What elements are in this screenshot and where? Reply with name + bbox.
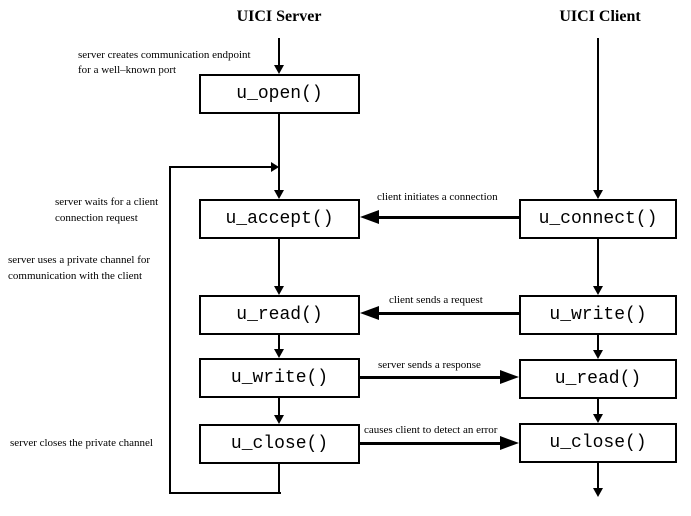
server-box-u-accept: u_accept() bbox=[199, 199, 360, 239]
annotation-private-channel: server uses a private channel for commun… bbox=[8, 252, 150, 284]
client-flow-line-5 bbox=[597, 463, 599, 489]
client-box-u-close: u_close() bbox=[519, 423, 677, 463]
arrow-down-icon bbox=[593, 190, 603, 199]
arrow-close-to-client bbox=[359, 442, 500, 445]
message-label-initiate-connection: client initiates a connection bbox=[377, 191, 498, 203]
server-box-u-write: u_write() bbox=[199, 358, 360, 398]
arrow-down-icon bbox=[593, 286, 603, 295]
arrow-down-icon bbox=[274, 349, 284, 358]
server-column-title: UICI Server bbox=[236, 8, 322, 25]
server-flow-line-3 bbox=[278, 239, 280, 287]
client-column-title: UICI Client bbox=[559, 8, 641, 25]
arrow-right-icon bbox=[500, 370, 519, 384]
arrow-down-icon bbox=[274, 286, 284, 295]
client-flow-line-4 bbox=[597, 399, 599, 415]
annotation-close-channel: server closes the private channel bbox=[10, 435, 153, 451]
server-flow-line-2 bbox=[278, 114, 280, 191]
arrow-left-icon bbox=[360, 306, 379, 320]
server-flow-line-4 bbox=[278, 335, 280, 350]
client-box-u-connect: u_connect() bbox=[519, 199, 677, 239]
arrow-left-icon bbox=[360, 210, 379, 224]
message-label-detect-error: causes client to detect an error bbox=[364, 424, 498, 436]
annotation-line: for a well–known port bbox=[78, 64, 177, 76]
server-flow-line-1 bbox=[278, 38, 280, 66]
arrow-write-to-read bbox=[379, 312, 519, 315]
arrow-connect-to-accept bbox=[379, 216, 519, 219]
arrow-down-icon bbox=[274, 190, 284, 199]
loop-line-bottom bbox=[169, 492, 281, 494]
server-box-u-close: u_close() bbox=[199, 424, 360, 464]
annotation-line: connection request bbox=[55, 212, 138, 224]
loop-line-top bbox=[169, 166, 271, 168]
client-box-u-write: u_write() bbox=[519, 295, 677, 335]
arrow-down-icon bbox=[593, 350, 603, 359]
client-flow-line-1 bbox=[597, 38, 599, 191]
message-label-send-request: client sends a request bbox=[389, 294, 483, 306]
loop-line-left bbox=[169, 166, 171, 494]
annotation-create-endpoint: server creates communication endpoint fo… bbox=[78, 48, 251, 78]
arrow-down-icon bbox=[274, 65, 284, 74]
annotation-line: server creates communication endpoint bbox=[78, 49, 251, 61]
arrow-down-icon bbox=[274, 415, 284, 424]
annotation-line: communication with the client bbox=[8, 270, 143, 282]
server-box-u-read: u_read() bbox=[199, 295, 360, 335]
message-label-send-response: server sends a response bbox=[378, 359, 481, 371]
arrow-down-icon bbox=[593, 414, 603, 423]
client-flow-line-3 bbox=[597, 335, 599, 351]
client-box-u-read: u_read() bbox=[519, 359, 677, 399]
server-flow-line-5 bbox=[278, 398, 280, 415]
arrow-right-icon bbox=[500, 436, 519, 450]
annotation-line: server closes the private channel bbox=[10, 437, 153, 449]
client-flow-line-2 bbox=[597, 239, 599, 287]
loop-line-down bbox=[278, 464, 280, 494]
annotation-line: server uses a private channel for bbox=[8, 254, 151, 266]
annotation-wait-connection: server waits for a client connection req… bbox=[55, 194, 158, 226]
arrow-response-to-client bbox=[359, 376, 500, 379]
server-box-u-open: u_open() bbox=[199, 74, 360, 114]
arrow-down-icon bbox=[593, 488, 603, 497]
annotation-line: server waits for a client bbox=[55, 196, 159, 208]
arrow-right-icon bbox=[271, 162, 279, 172]
